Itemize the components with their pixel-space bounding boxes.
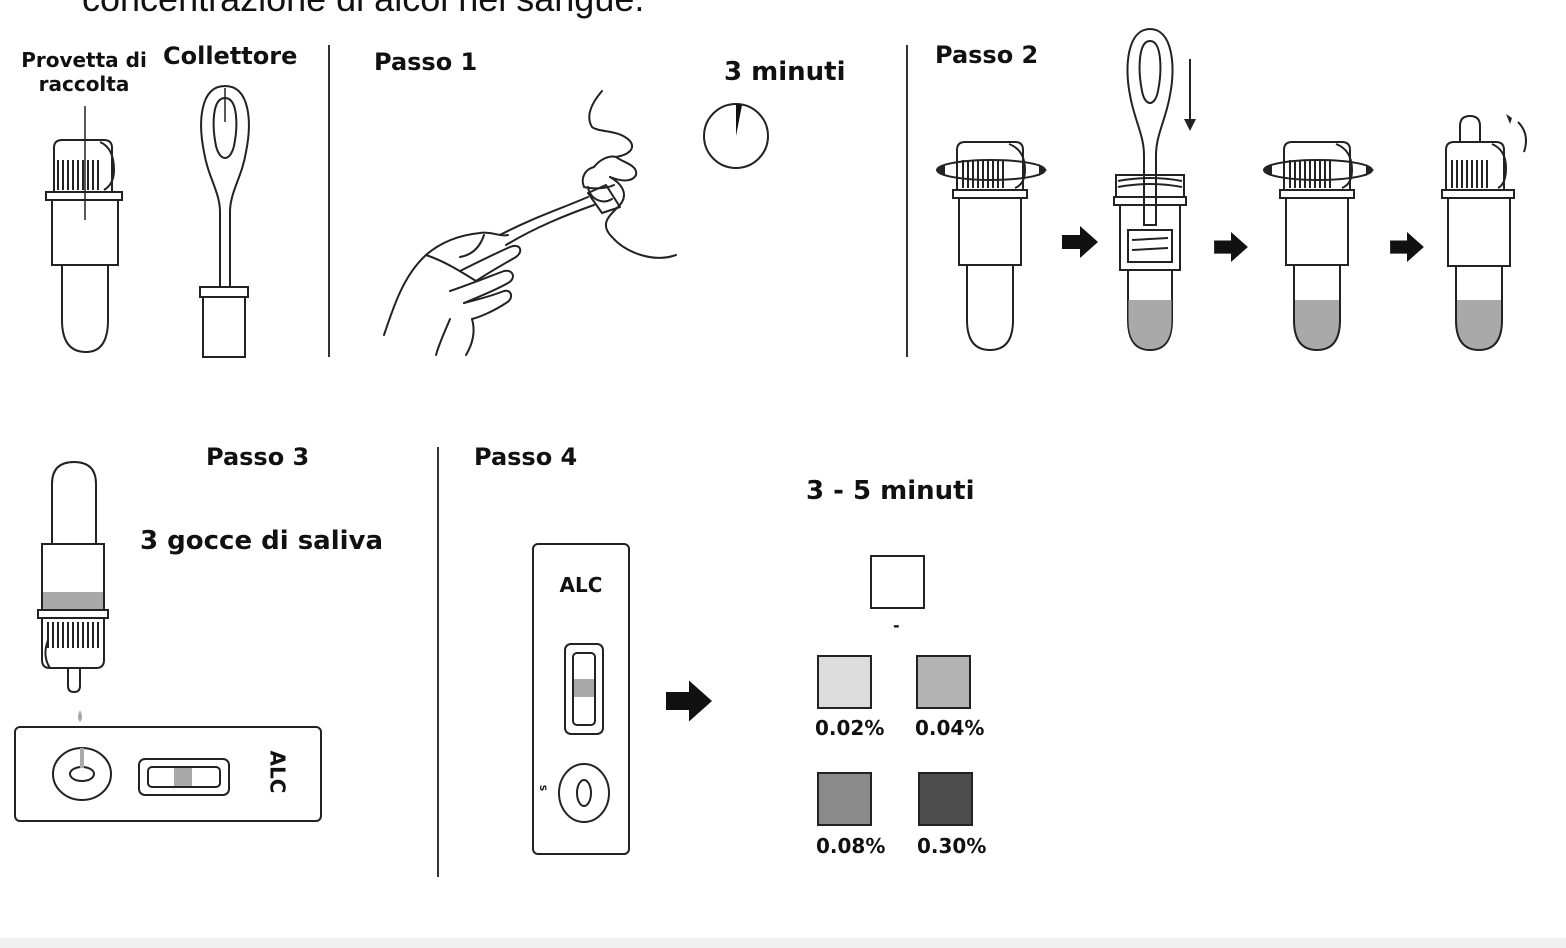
collector-label: Collettore xyxy=(163,42,298,70)
divider-bottom xyxy=(437,447,439,877)
legend-label-4: 0.30% xyxy=(917,834,987,858)
legend-swatch-3 xyxy=(817,772,872,826)
tube-label: Provetta di raccolta xyxy=(14,48,154,96)
step2-tube-insert-collector xyxy=(1113,27,1196,352)
legend-negative-mark: - xyxy=(893,616,900,635)
step1-time-label: 3 minuti xyxy=(724,57,846,87)
legend-swatch-1 xyxy=(817,655,872,709)
step2-arrow-1 xyxy=(1062,226,1098,258)
vertical-cassette-result-window xyxy=(564,643,604,735)
legend-swatch-2 xyxy=(916,655,971,709)
step3-label: Passo 3 xyxy=(206,443,310,471)
step4-time-label: 3 - 5 minuti xyxy=(806,476,975,506)
vertical-cassette-sample-well xyxy=(558,763,610,823)
footer-strip xyxy=(0,938,1566,948)
step2-arrow-3 xyxy=(1390,232,1424,262)
collection-tube-illustration xyxy=(45,106,123,354)
step2-tube-open-tip xyxy=(1441,114,1527,352)
legend-label-3: 0.08% xyxy=(816,834,886,858)
header-text: concentrazione di alcol nel sangue. xyxy=(82,0,644,20)
horizontal-test-cassette: ALC xyxy=(14,726,322,822)
step3-drops-label: 3 gocce di saliva xyxy=(140,526,384,556)
legend-negative-swatch xyxy=(870,555,925,609)
step4-label: Passo 4 xyxy=(474,443,578,471)
step1-label: Passo 1 xyxy=(374,48,478,76)
legend-label-2: 0.04% xyxy=(915,716,985,740)
step2-arrow-2 xyxy=(1214,232,1248,262)
horizontal-cassette-sample-well xyxy=(52,747,112,801)
horizontal-cassette-result-window xyxy=(138,758,230,796)
horizontal-cassette-alc-label: ALC xyxy=(265,750,290,794)
divider-top-1 xyxy=(328,45,330,357)
legend-label-1: 0.02% xyxy=(815,716,885,740)
step3-inverted-tube xyxy=(37,460,109,760)
step2-label: Passo 2 xyxy=(935,41,1039,69)
legend-swatch-4 xyxy=(918,772,973,826)
vertical-cassette-alc-label: ALC xyxy=(559,573,603,597)
timer-icon xyxy=(703,103,769,169)
step4-arrow xyxy=(666,680,712,722)
tube-label-line2: raccolta xyxy=(38,72,130,96)
tube-label-line1: Provetta di xyxy=(21,48,147,72)
step2-tube-screw-cap xyxy=(1263,141,1374,352)
vertical-test-cassette: ALC S xyxy=(532,543,630,855)
collector-illustration xyxy=(199,84,250,358)
vertical-cassette-s-label: S xyxy=(537,784,548,792)
step1-face-hand-illustration xyxy=(383,90,677,356)
step2-tube-unscrew xyxy=(936,141,1047,352)
divider-top-2 xyxy=(906,45,908,357)
